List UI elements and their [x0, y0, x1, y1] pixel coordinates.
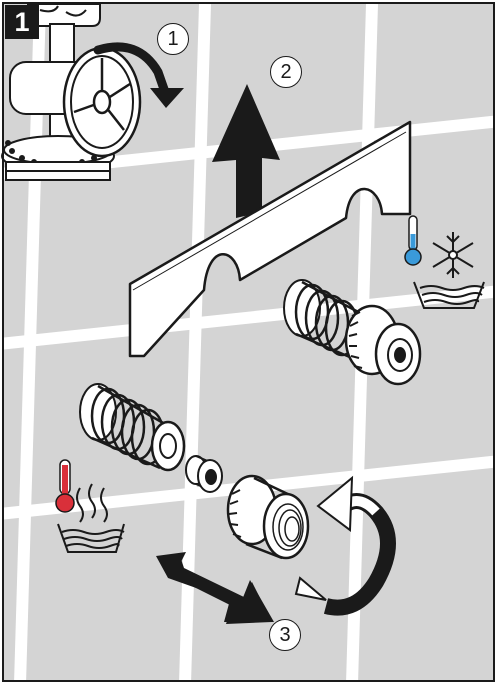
rotate-arrow-icon	[93, 42, 184, 108]
water-bath-icon	[413, 281, 485, 309]
water-bath-icon	[57, 523, 125, 553]
insert-piece	[185, 455, 223, 493]
arrow-down-right-icon	[156, 552, 274, 624]
union-nut	[226, 474, 310, 560]
callout-3: 3	[269, 619, 301, 651]
unscrew-arrow-icon	[294, 475, 396, 616]
hot-water-icon	[55, 459, 125, 553]
cold-water-icon	[404, 215, 485, 309]
mounting-plate	[128, 120, 412, 358]
steam-icon	[76, 483, 108, 523]
snowflake-icon	[432, 232, 474, 278]
arrow-up-icon	[212, 84, 280, 218]
callout-1: 1	[157, 23, 189, 55]
cold-connector	[283, 279, 422, 386]
thermometer-cold-icon	[404, 215, 422, 266]
hot-connector	[79, 383, 186, 472]
thermometer-hot-icon	[55, 459, 75, 513]
step-number-badge: 1	[5, 5, 39, 39]
callout-2: 2	[270, 56, 302, 88]
